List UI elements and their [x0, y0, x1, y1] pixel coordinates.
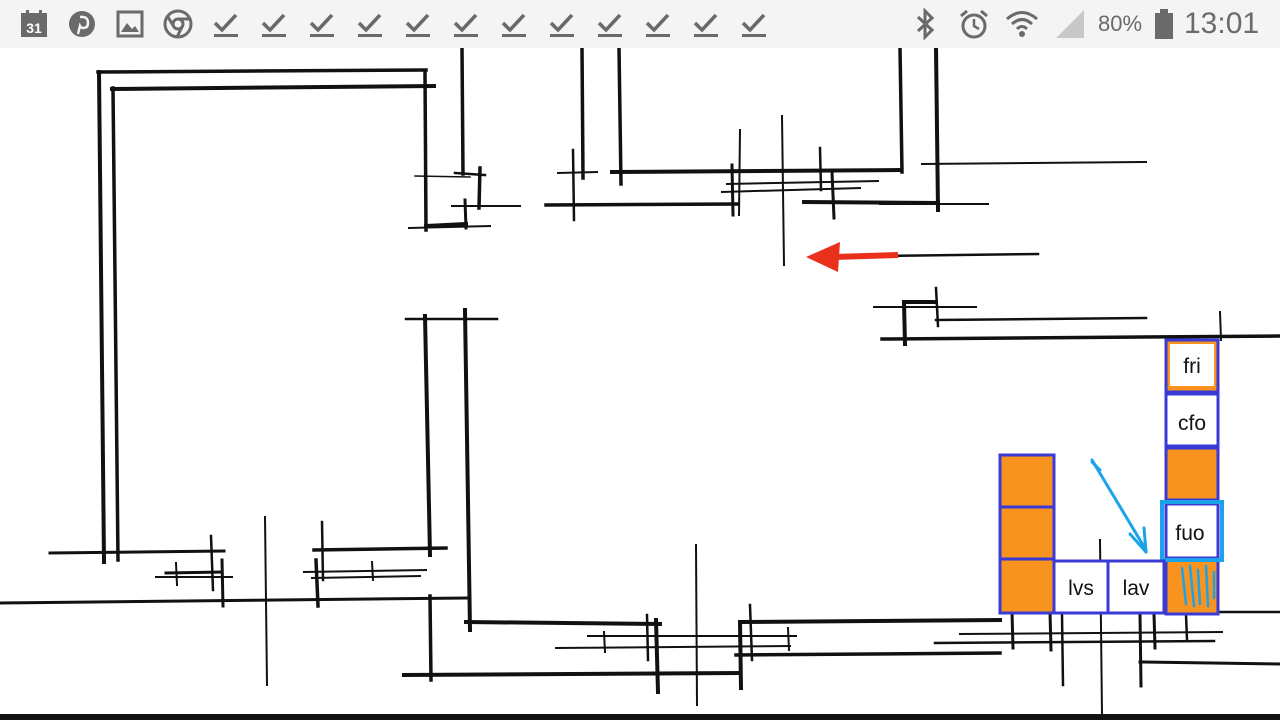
annotation-scribble: [1180, 564, 1216, 608]
kitchen-layout: fri cfo fuo lvs lav: [998, 338, 1224, 616]
signal-icon: [1052, 6, 1088, 42]
chrome-icon[interactable]: [160, 6, 196, 42]
cell-label: lav: [1123, 577, 1150, 600]
calendar-icon[interactable]: 31: [16, 6, 52, 42]
check-icon[interactable]: [400, 6, 436, 42]
kitchen-cell-lav: lav: [1106, 559, 1166, 615]
status-bar: 31: [0, 0, 1280, 48]
check-icon[interactable]: [352, 6, 388, 42]
alarm-icon: [956, 6, 992, 42]
walls: [0, 45, 1280, 716]
check-icon[interactable]: [208, 6, 244, 42]
gallery-icon[interactable]: [112, 6, 148, 42]
calendar-day: 31: [26, 20, 42, 36]
kitchen-block: [1164, 446, 1220, 502]
check-icon[interactable]: [448, 6, 484, 42]
check-icon[interactable]: [544, 6, 580, 42]
direction-arrow: [806, 242, 899, 272]
floor-plan-canvas: fri cfo fuo lvs lav: [0, 45, 1280, 716]
cell-label: cfo: [1178, 412, 1206, 435]
kitchen-cell-cfo: cfo: [1164, 392, 1220, 448]
check-icon[interactable]: [640, 6, 676, 42]
check-icon[interactable]: [736, 6, 772, 42]
kitchen-cell-fri: fri: [1164, 338, 1220, 394]
floor-plan-drawing: fri cfo fuo lvs lav: [0, 45, 1280, 716]
check-icon[interactable]: [304, 6, 340, 42]
check-icon[interactable]: [688, 6, 724, 42]
clock-time: 13:01: [1184, 7, 1260, 40]
check-icon[interactable]: [256, 6, 292, 42]
cell-label: fuo: [1175, 522, 1204, 545]
kitchen-cell-fuo: fuo: [1160, 500, 1224, 562]
kitchen-block: [998, 557, 1056, 615]
kitchen-cell-lvs: lvs: [1052, 559, 1110, 615]
battery-percent: 80%: [1098, 11, 1143, 36]
annotation-arrow: [1090, 458, 1148, 554]
cell-label: lvs: [1068, 577, 1094, 600]
battery-icon: [1146, 6, 1182, 42]
check-icon[interactable]: [592, 6, 628, 42]
bottom-edge: [0, 714, 1280, 720]
bluetooth-icon: [908, 6, 944, 42]
cell-label: fri: [1183, 355, 1201, 378]
pinterest-icon[interactable]: [64, 6, 100, 42]
kitchen-block: [998, 505, 1056, 561]
check-icon[interactable]: [496, 6, 532, 42]
kitchen-block: [998, 453, 1056, 509]
wifi-icon: [1004, 6, 1040, 42]
